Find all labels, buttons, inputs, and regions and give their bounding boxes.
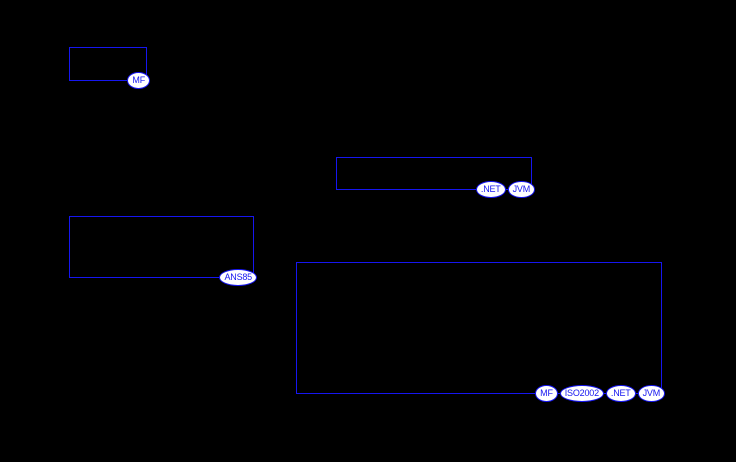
diagram-node[interactable] bbox=[69, 47, 147, 81]
platform-badge[interactable]: ANS85 bbox=[219, 269, 257, 286]
platform-badge[interactable]: MF bbox=[535, 385, 558, 402]
platform-badge[interactable]: MF bbox=[127, 72, 150, 89]
platform-badge[interactable]: ISO2002 bbox=[559, 385, 604, 402]
diagram-node[interactable] bbox=[336, 157, 532, 190]
platform-badge-group: ANS85 bbox=[0, 269, 257, 286]
platform-badge[interactable]: .NET bbox=[475, 181, 506, 198]
diagram-node[interactable] bbox=[296, 262, 662, 394]
platform-badge-group: MF bbox=[0, 72, 150, 89]
platform-badge[interactable]: .NET bbox=[605, 385, 636, 402]
diagram-node[interactable] bbox=[69, 216, 254, 278]
platform-badge[interactable]: JVM bbox=[637, 385, 665, 402]
platform-badge[interactable]: JVM bbox=[507, 181, 535, 198]
